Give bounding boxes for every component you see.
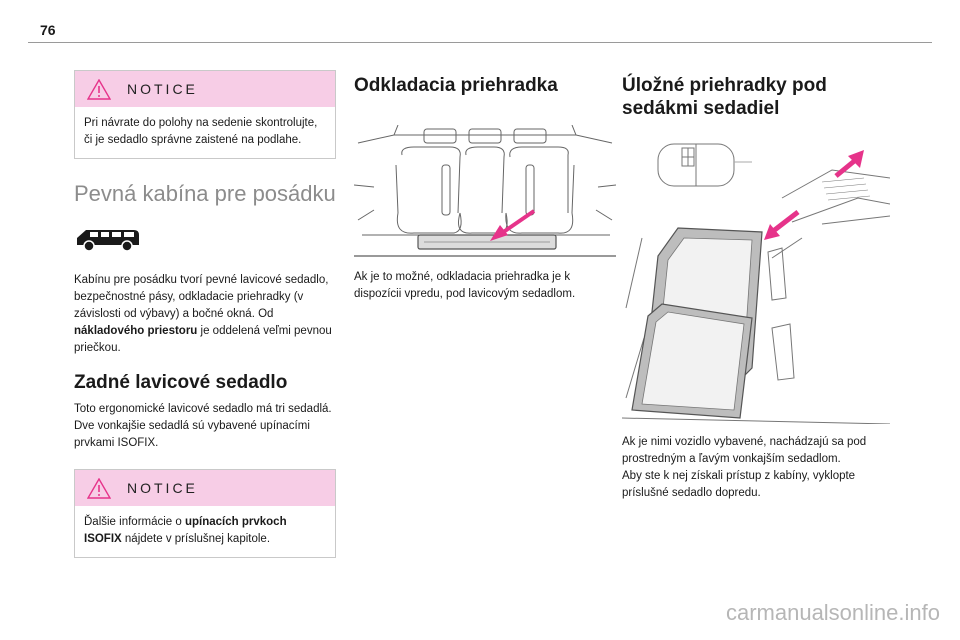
warning-triangle-icon bbox=[87, 477, 111, 499]
notice-box-2: NOTICE Ďalšie informácie o upínacích prv… bbox=[74, 469, 336, 558]
notice-box-1: NOTICE Pri návrate do polohy na sedenie … bbox=[74, 70, 336, 159]
section-title-fixed-cabin: Pevná kabína pre posádku bbox=[74, 181, 336, 206]
column-middle: Odkladacia priehradka Ak je to možné, bbox=[354, 70, 616, 303]
cabin-text-part1: Kabínu pre posádku tvorí pevné lavicové … bbox=[74, 274, 329, 320]
cabin-text-bold: nákladového priestoru bbox=[74, 325, 198, 337]
van-icon bbox=[77, 230, 139, 252]
notice-text-2: Ďalšie informácie o upínacích prvkoch IS… bbox=[75, 506, 335, 557]
bench-storage-illustration bbox=[354, 125, 616, 257]
notice2-text-bold: upínacích prvkoch ISOFIX bbox=[84, 516, 287, 545]
column-left: NOTICE Pri návrate do polohy na sedenie … bbox=[74, 70, 336, 558]
column-right: Úložné priehradky pod sedákmi sedadiel bbox=[622, 70, 892, 502]
cabin-paragraph: Kabínu pre posádku tvorí pevné lavicové … bbox=[74, 272, 336, 357]
warning-triangle-icon bbox=[87, 78, 111, 100]
under-seat-storage-illustration bbox=[622, 143, 890, 424]
notice-header-1: NOTICE bbox=[75, 71, 335, 107]
notice-title-1: NOTICE bbox=[127, 81, 198, 97]
section-title-under-seat-storage: Úložné priehradky pod sedákmi sedadiel bbox=[622, 75, 827, 119]
rear-bench-text-2: Dve vonkajšie sedadlá sú vybavené upínac… bbox=[74, 420, 310, 449]
under-seat-text-1: Ak je nimi vozidlo vybavené, nachádzajú … bbox=[622, 436, 867, 465]
storage-text: Ak je to možné, odkladacia priehradka je… bbox=[354, 271, 576, 300]
cabin-text-part2: je oddelená veľmi pevnou priečkou. bbox=[74, 325, 332, 354]
notice-header-2: NOTICE bbox=[75, 470, 335, 506]
notice2-text-part2: nájdete v príslušnej kapitole. bbox=[121, 533, 271, 545]
under-seat-text-2: Aby ste k nej získali prístup z kabíny, … bbox=[622, 470, 856, 499]
watermark: carmanualsonline.info bbox=[725, 600, 940, 625]
page-number: 76 bbox=[40, 22, 56, 38]
notice-text-1: Pri návrate do polohy na sedenie skontro… bbox=[84, 117, 318, 146]
section-title-storage: Odkladacia priehradka bbox=[354, 75, 558, 96]
notice2-text-part1: Ďalšie informácie o bbox=[84, 516, 185, 528]
notice-title-2: NOTICE bbox=[127, 480, 198, 496]
header-rule bbox=[28, 42, 932, 43]
rear-bench-text-1: Toto ergonomické lavicové sedadlo má tri… bbox=[74, 403, 332, 415]
section-title-rear-bench: Zadné lavicové sedadlo bbox=[74, 372, 288, 393]
